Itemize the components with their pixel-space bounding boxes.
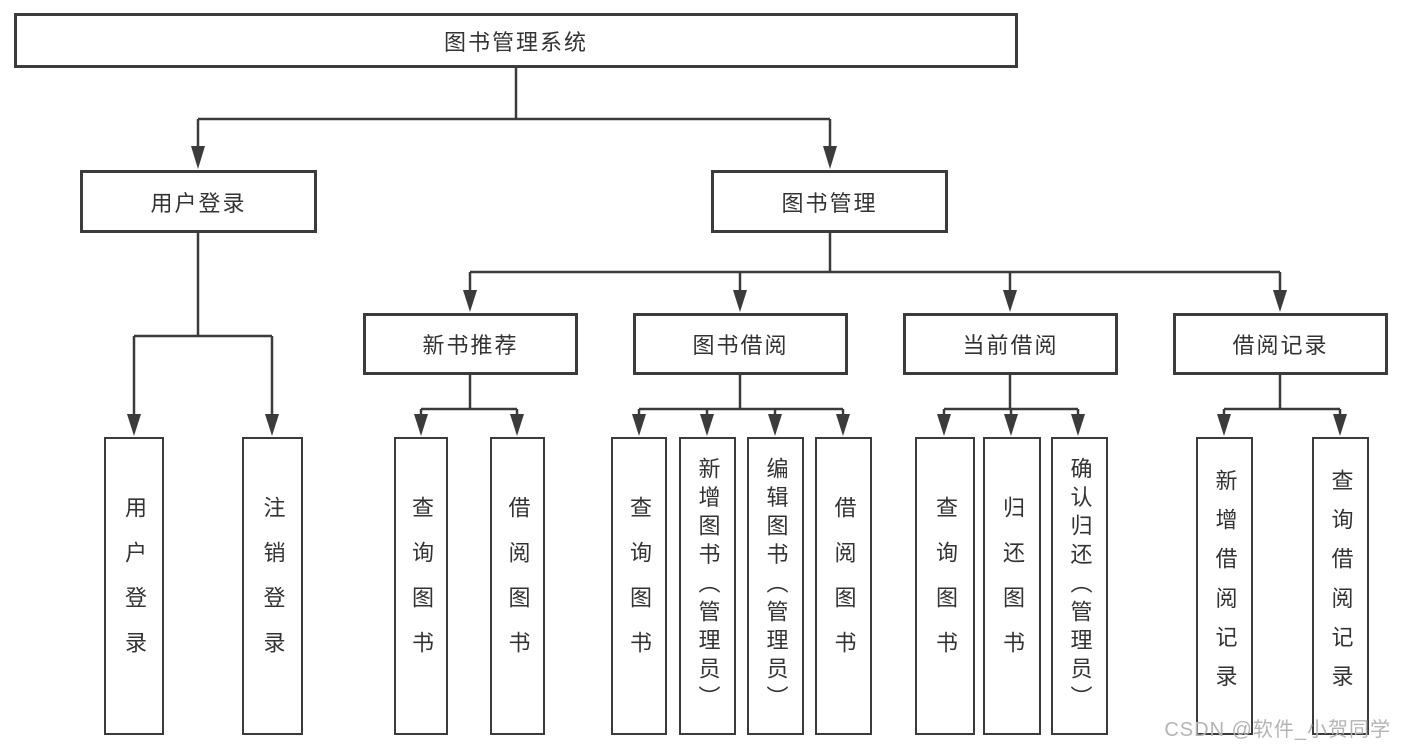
leaf-confirm-return-admin: 确认归还（管理员） [1051, 437, 1108, 735]
arrowhead [414, 414, 428, 436]
leaf-user-login: 用户登录 [104, 437, 164, 735]
node-label: 新增图书（管理员） [695, 457, 721, 715]
node-library-management-system: 图书管理系统 [14, 13, 1018, 68]
node-label: 新增借阅记录 [1212, 468, 1238, 704]
arrowhead [1003, 290, 1017, 312]
node-label: 查询图书 [627, 495, 652, 677]
connector-current-borrowing [937, 375, 1085, 436]
node-label: 确认归还（管理员） [1067, 457, 1093, 715]
leaf-query-borrow-record: 查询借阅记录 [1312, 437, 1369, 735]
node-label: 查询图书 [933, 495, 958, 677]
leaf-query-books-recommendation: 查询图书 [394, 437, 448, 735]
leaf-borrow-books-borrowing: 借阅图书 [815, 437, 872, 735]
node-label: 查询图书 [409, 495, 434, 677]
leaf-return-books: 归还图书 [983, 437, 1041, 735]
node-label: 注销登录 [260, 495, 286, 677]
arrowhead [1333, 414, 1347, 436]
arrowhead [265, 414, 279, 436]
node-label: 图书借阅 [692, 333, 789, 358]
node-label: 图书管理系统 [443, 29, 588, 55]
node-label: 新书推荐 [422, 333, 519, 358]
arrowhead [1273, 290, 1287, 312]
arrowhead [733, 290, 747, 312]
arrowhead [768, 414, 782, 436]
arrowhead [127, 414, 141, 436]
arrowhead [510, 414, 524, 436]
connector-book-borrowing [632, 375, 850, 436]
node-book-management: 图书管理 [711, 170, 948, 233]
node-label: 借阅记录 [1232, 333, 1329, 358]
connector-new-book-recommendation [414, 375, 524, 436]
arrowhead [1071, 414, 1085, 436]
node-label: 编辑图书（管理员） [763, 457, 789, 715]
node-book-borrowing: 图书借阅 [633, 313, 848, 375]
arrowhead [1217, 414, 1231, 436]
node-label: 借阅图书 [505, 495, 531, 677]
connector-user-login-to-leaves [127, 233, 279, 436]
leaf-borrow-books-recommendation: 借阅图书 [490, 437, 545, 735]
node-label: 图书管理 [781, 190, 878, 216]
node-label: 当前借阅 [962, 333, 1059, 358]
leaf-query-books-borrowing: 查询图书 [611, 437, 667, 735]
arrowhead [632, 414, 646, 436]
leaf-add-borrow-record: 新增借阅记录 [1196, 437, 1253, 735]
node-label: 用户登录 [122, 495, 147, 677]
arrowhead [823, 146, 837, 169]
node-label: 查询借阅记录 [1328, 468, 1354, 704]
leaf-logout: 注销登录 [242, 437, 303, 735]
connector-root-to-level1 [191, 68, 837, 169]
node-label: 用户登录 [150, 190, 247, 216]
csdn-watermark: CSDN @软件_小贺同学 [1164, 719, 1391, 741]
arrowhead [836, 414, 850, 436]
node-new-book-recommendation: 新书推荐 [363, 313, 578, 375]
arrowhead [700, 414, 714, 436]
node-user-login: 用户登录 [80, 170, 317, 233]
connector-borrowing-records [1217, 375, 1347, 436]
arrowhead [1004, 414, 1018, 436]
node-current-borrowing: 当前借阅 [903, 313, 1118, 375]
connector-book-management-to-level2 [463, 233, 1287, 312]
arrowhead [937, 414, 951, 436]
node-label: 归还图书 [1000, 495, 1025, 677]
leaf-query-books-current: 查询图书 [915, 437, 975, 735]
node-label: 借阅图书 [831, 495, 857, 677]
arrowhead [463, 290, 477, 312]
arrowhead [191, 146, 205, 169]
leaf-edit-books-admin: 编辑图书（管理员） [747, 437, 804, 735]
leaf-add-books-admin: 新增图书（管理员） [679, 437, 736, 735]
node-borrowing-records: 借阅记录 [1173, 313, 1388, 375]
